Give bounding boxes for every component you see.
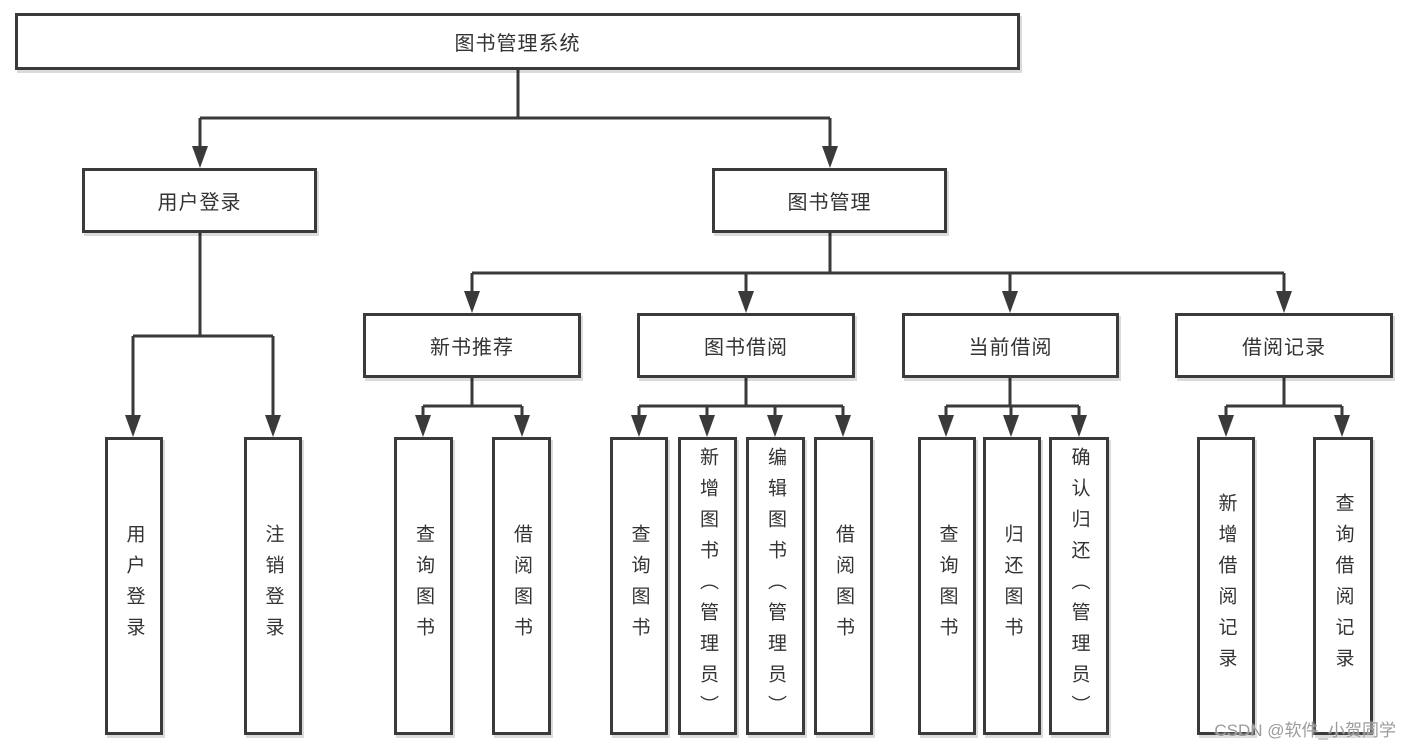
leaf-user-login: 用户登录 (105, 437, 163, 735)
node-borrowing-records: 借阅记录 (1175, 313, 1393, 378)
node-label: 确认归还（管理员） (1068, 446, 1090, 726)
node-book-borrowing: 图书借阅 (637, 313, 855, 378)
node-label: 查询图书 (936, 524, 958, 648)
node-current-borrowing: 当前借阅 (902, 313, 1119, 378)
node-label: 借阅图书 (833, 524, 854, 648)
node-label: 编辑图书（管理员） (765, 446, 786, 726)
leaf-query-books-recommend: 查询图书 (394, 437, 453, 735)
node-label: 新书推荐 (430, 337, 514, 359)
leaf-return-books: 归还图书 (983, 437, 1041, 735)
node-label: 图书借阅 (704, 337, 788, 359)
leaf-query-borrow-record: 查询借阅记录 (1313, 437, 1373, 735)
leaf-borrow-books-recommend: 借阅图书 (492, 437, 551, 735)
node-label: 图书管理系统 (454, 33, 581, 55)
leaf-add-book-admin: 新增图书（管理员） (678, 437, 737, 735)
node-label: 借阅图书 (511, 524, 532, 648)
node-label: 用户登录 (157, 192, 242, 214)
node-label: 查询图书 (413, 524, 434, 648)
node-new-book-recommend: 新书推荐 (363, 313, 581, 378)
node-book-management: 图书管理 (712, 168, 947, 233)
leaf-query-books-current: 查询图书 (918, 437, 976, 735)
node-label: 当前借阅 (968, 337, 1053, 359)
node-user-login: 用户登录 (82, 168, 317, 233)
node-library-system: 图书管理系统 (15, 13, 1020, 70)
node-label: 归还图书 (1001, 524, 1023, 648)
leaf-confirm-return-admin: 确认归还（管理员） (1049, 437, 1109, 735)
node-label: 查询借阅记录 (1332, 493, 1354, 679)
leaf-logout: 注销登录 (244, 437, 302, 735)
node-label: 借阅记录 (1242, 337, 1326, 359)
csdn-watermark: CSDN @软件_小贺同学 (1214, 721, 1396, 740)
leaf-add-borrow-record: 新增借阅记录 (1197, 437, 1255, 735)
node-label: 图书管理 (787, 192, 872, 214)
connector-path (131, 69, 1344, 415)
leaf-edit-book-admin: 编辑图书（管理员） (746, 437, 805, 735)
node-label: 查询图书 (628, 524, 650, 648)
node-label: 注销登录 (262, 524, 284, 648)
node-label: 新增借阅记录 (1215, 493, 1237, 679)
node-label: 用户登录 (123, 524, 145, 648)
leaf-borrow-books: 借阅图书 (814, 437, 873, 735)
node-label: 新增图书（管理员） (697, 446, 718, 726)
leaf-query-books-borrow: 查询图书 (610, 437, 668, 735)
